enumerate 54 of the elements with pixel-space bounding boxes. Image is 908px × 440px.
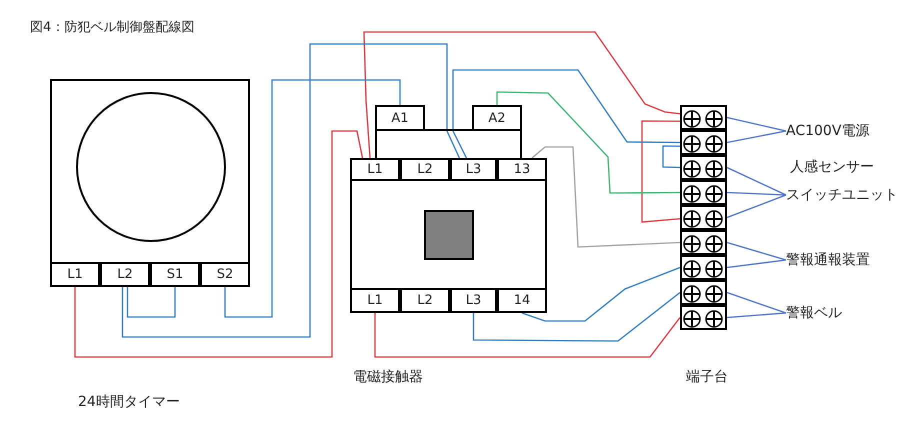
device-label: 人感センサー <box>790 158 874 176</box>
wire <box>126 287 176 318</box>
terminal-cell: 13 <box>497 158 547 181</box>
terminal-cell: L2 <box>100 262 150 287</box>
device-label: AC100V電源 <box>786 121 896 141</box>
wire <box>122 43 460 338</box>
leader-line <box>726 312 786 318</box>
terminal-row <box>680 280 727 305</box>
leader-line <box>726 259 786 268</box>
leader-line <box>726 242 786 261</box>
terminal-row <box>680 305 727 330</box>
terminal-row <box>680 130 727 155</box>
caption: 24時間タイマー <box>78 393 180 411</box>
leader-line <box>726 130 786 144</box>
wire <box>224 79 401 318</box>
leader-line <box>726 194 786 218</box>
terminal-cell: 14 <box>497 288 547 313</box>
terminal-cell: L2 <box>400 288 450 313</box>
timer-housing <box>50 79 250 287</box>
terminal-cell: L1 <box>50 262 100 287</box>
caption: 端子台 <box>686 368 728 386</box>
leader-line <box>726 116 786 132</box>
device-label: スイッチユニット <box>786 185 908 205</box>
terminal-cell: L1 <box>350 158 400 181</box>
terminal-row <box>680 205 727 230</box>
wire <box>472 292 680 342</box>
leader-line <box>726 192 786 196</box>
terminal-cell: A2 <box>472 105 522 131</box>
terminal-cell: L1 <box>350 288 400 313</box>
wire <box>374 313 681 358</box>
terminal-cell: S2 <box>200 262 250 287</box>
device-label: 警報ベル <box>786 303 866 323</box>
terminal-row <box>680 255 727 280</box>
wire <box>74 130 364 358</box>
wire <box>641 120 680 223</box>
terminal-row <box>680 155 727 180</box>
terminal-cell: L3 <box>450 288 497 313</box>
leader-line <box>726 292 786 314</box>
terminal-cell: S1 <box>150 262 200 287</box>
wire <box>452 69 680 158</box>
terminal-row <box>680 180 727 205</box>
wire <box>662 145 680 168</box>
wire <box>532 146 680 248</box>
wire <box>522 266 680 322</box>
terminal-row <box>680 230 727 255</box>
wire <box>363 31 680 158</box>
terminal-cell: A1 <box>375 105 425 131</box>
terminal-cell: L2 <box>400 158 450 181</box>
title: 図4：防犯ベル制御盤配線図 <box>30 19 194 36</box>
terminal-cell: L3 <box>450 158 497 181</box>
leader-line <box>726 166 786 196</box>
wire <box>496 91 680 194</box>
device-label: 警報通報装置 <box>786 250 896 270</box>
caption: 電磁接触器 <box>353 368 423 386</box>
